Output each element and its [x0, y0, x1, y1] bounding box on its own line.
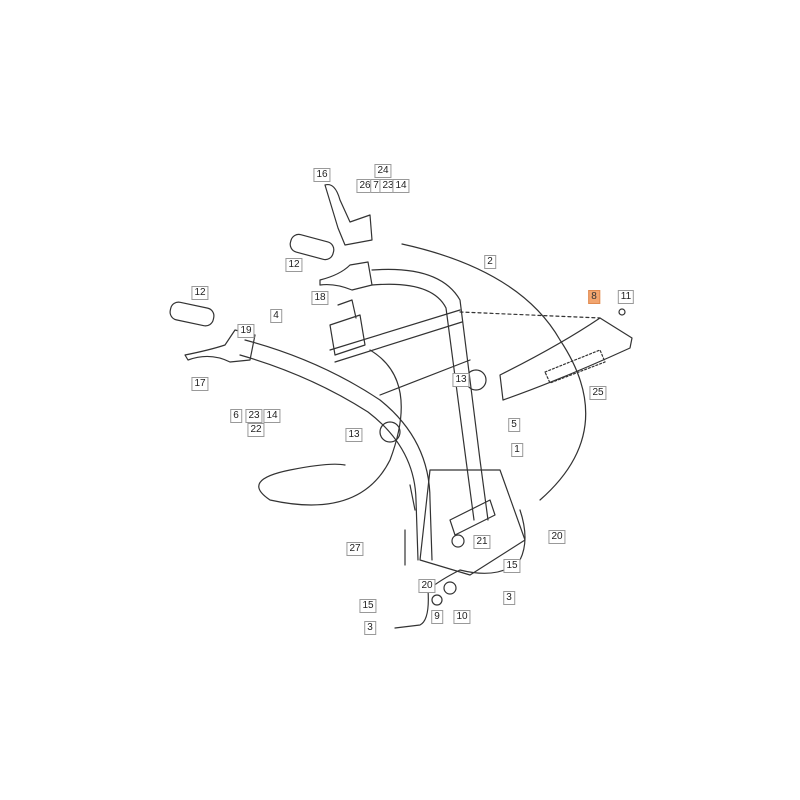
grip-upper: [289, 233, 335, 261]
base-plate-slot: [449, 499, 496, 536]
knob-21: [451, 534, 465, 548]
callout-14: 14: [263, 409, 281, 423]
callout-14: 14: [392, 179, 410, 193]
cable-loop: [258, 349, 402, 506]
callout-1: 1: [511, 443, 523, 457]
callout-2: 2: [484, 255, 496, 269]
handlebar-left-tube: [244, 339, 433, 561]
control-panel-window: [544, 349, 606, 384]
handlebar-right-tube-inner: [371, 283, 475, 521]
callout-12: 12: [191, 286, 209, 300]
callout-4: 4: [270, 309, 282, 323]
callout-6: 6: [230, 409, 242, 423]
callout-8: 8: [588, 290, 600, 304]
callout-3: 3: [503, 591, 515, 605]
callout-20: 20: [418, 579, 436, 593]
callout-27: 27: [346, 542, 364, 556]
callout-13: 13: [452, 373, 470, 387]
handlebar-right-tube: [371, 268, 489, 521]
base-plate: [419, 469, 526, 576]
callout-15: 15: [503, 559, 521, 573]
cable-20: [394, 509, 526, 629]
dashed-leader: [459, 311, 601, 319]
handlebar-left-tube-inner: [239, 354, 419, 561]
callout-3: 3: [364, 621, 376, 635]
callout-13: 13: [345, 428, 363, 442]
callout-20: 20: [548, 530, 566, 544]
callout-21: 21: [473, 535, 491, 549]
screw-11: [618, 308, 626, 316]
callout-12: 12: [285, 258, 303, 272]
callout-5: 5: [508, 418, 520, 432]
nut-10: [443, 581, 457, 595]
callout-11: 11: [617, 290, 635, 304]
grip-lower: [169, 301, 215, 327]
callout-23: 23: [245, 409, 263, 423]
callout-15: 15: [359, 599, 377, 613]
callout-19: 19: [237, 324, 255, 338]
lever-top: [324, 183, 373, 246]
callout-25: 25: [589, 386, 607, 400]
callout-16: 16: [313, 168, 331, 182]
pin-27: [404, 484, 416, 566]
callout-18: 18: [311, 291, 329, 305]
bolt-9: [431, 594, 443, 606]
callout-17: 17: [191, 377, 209, 391]
lever-upper: [319, 261, 373, 291]
lever-lower: [184, 329, 256, 363]
throttle-control: [329, 299, 366, 356]
callout-24: 24: [374, 164, 392, 178]
control-panel: [499, 317, 633, 401]
callout-10: 10: [453, 610, 471, 624]
callout-9: 9: [431, 610, 443, 624]
cross-bar: [329, 309, 471, 396]
cable-2: [401, 243, 587, 501]
callout-22: 22: [247, 423, 265, 437]
clamp-13b: [379, 421, 401, 443]
